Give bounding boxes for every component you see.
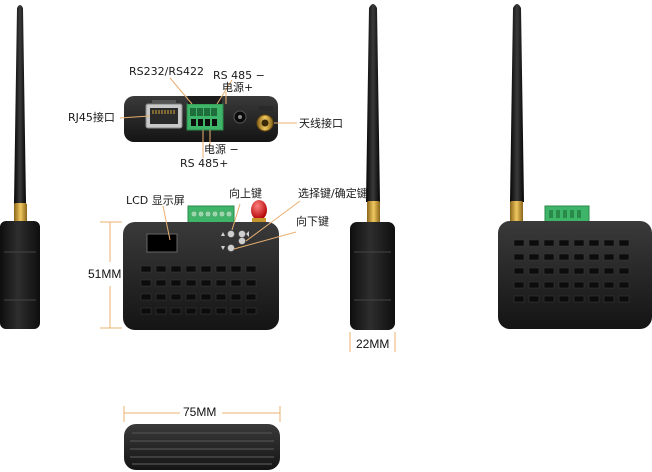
connector-panel-view xyxy=(124,96,278,142)
middle-device-body xyxy=(350,222,395,330)
terminal-block xyxy=(186,103,224,131)
rear-device-body xyxy=(498,221,652,329)
red-antenna-cap xyxy=(251,200,267,220)
label-up-key: 向上键 xyxy=(229,187,262,200)
right-antenna xyxy=(510,4,524,202)
label-down-key: 向下键 xyxy=(296,215,329,228)
bottom-device-body xyxy=(124,424,280,470)
height-dimension-lines xyxy=(100,221,122,329)
left-antenna xyxy=(14,5,26,204)
panel-leader-lines xyxy=(119,77,297,158)
label-power-plus: 电源+ xyxy=(222,81,254,94)
left-antenna-connector xyxy=(14,203,27,225)
front-vents xyxy=(140,265,257,315)
label-select-key: 选择键/确定键 xyxy=(298,187,368,200)
height-dimension-label: 51MM xyxy=(88,267,122,281)
front-buttons xyxy=(227,230,246,252)
middle-antenna xyxy=(366,4,380,202)
middle-side-view xyxy=(350,4,395,330)
depth-dimension-lines xyxy=(349,332,396,352)
width-dimension-label: 75MM xyxy=(183,405,217,419)
label-rj45: RJ45接口 xyxy=(68,111,115,124)
select-button xyxy=(238,237,246,245)
label-lcd: LCD 显示屏 xyxy=(126,194,185,207)
left-device-body xyxy=(0,221,40,329)
width-dimension-lines xyxy=(123,406,281,422)
lcd-screen xyxy=(146,233,178,253)
left-side-view xyxy=(0,5,40,329)
rear-vents xyxy=(513,239,630,303)
right-rear-view xyxy=(498,4,652,329)
bottom-top-view xyxy=(124,424,280,470)
label-power-minus: 电源 − xyxy=(204,143,239,156)
front-leader-lines xyxy=(162,200,301,250)
label-rs485-minus: RS 485 − xyxy=(213,69,265,82)
down-button xyxy=(227,244,235,252)
depth-dimension-label: 22MM xyxy=(356,337,390,351)
up-button xyxy=(227,230,235,238)
label-rs232-rs422: RS232/RS422 xyxy=(129,65,204,78)
label-antenna-port: 天线接口 xyxy=(299,117,343,130)
front-view xyxy=(123,200,279,330)
label-rs485-plus: RS 485+ xyxy=(180,157,229,170)
